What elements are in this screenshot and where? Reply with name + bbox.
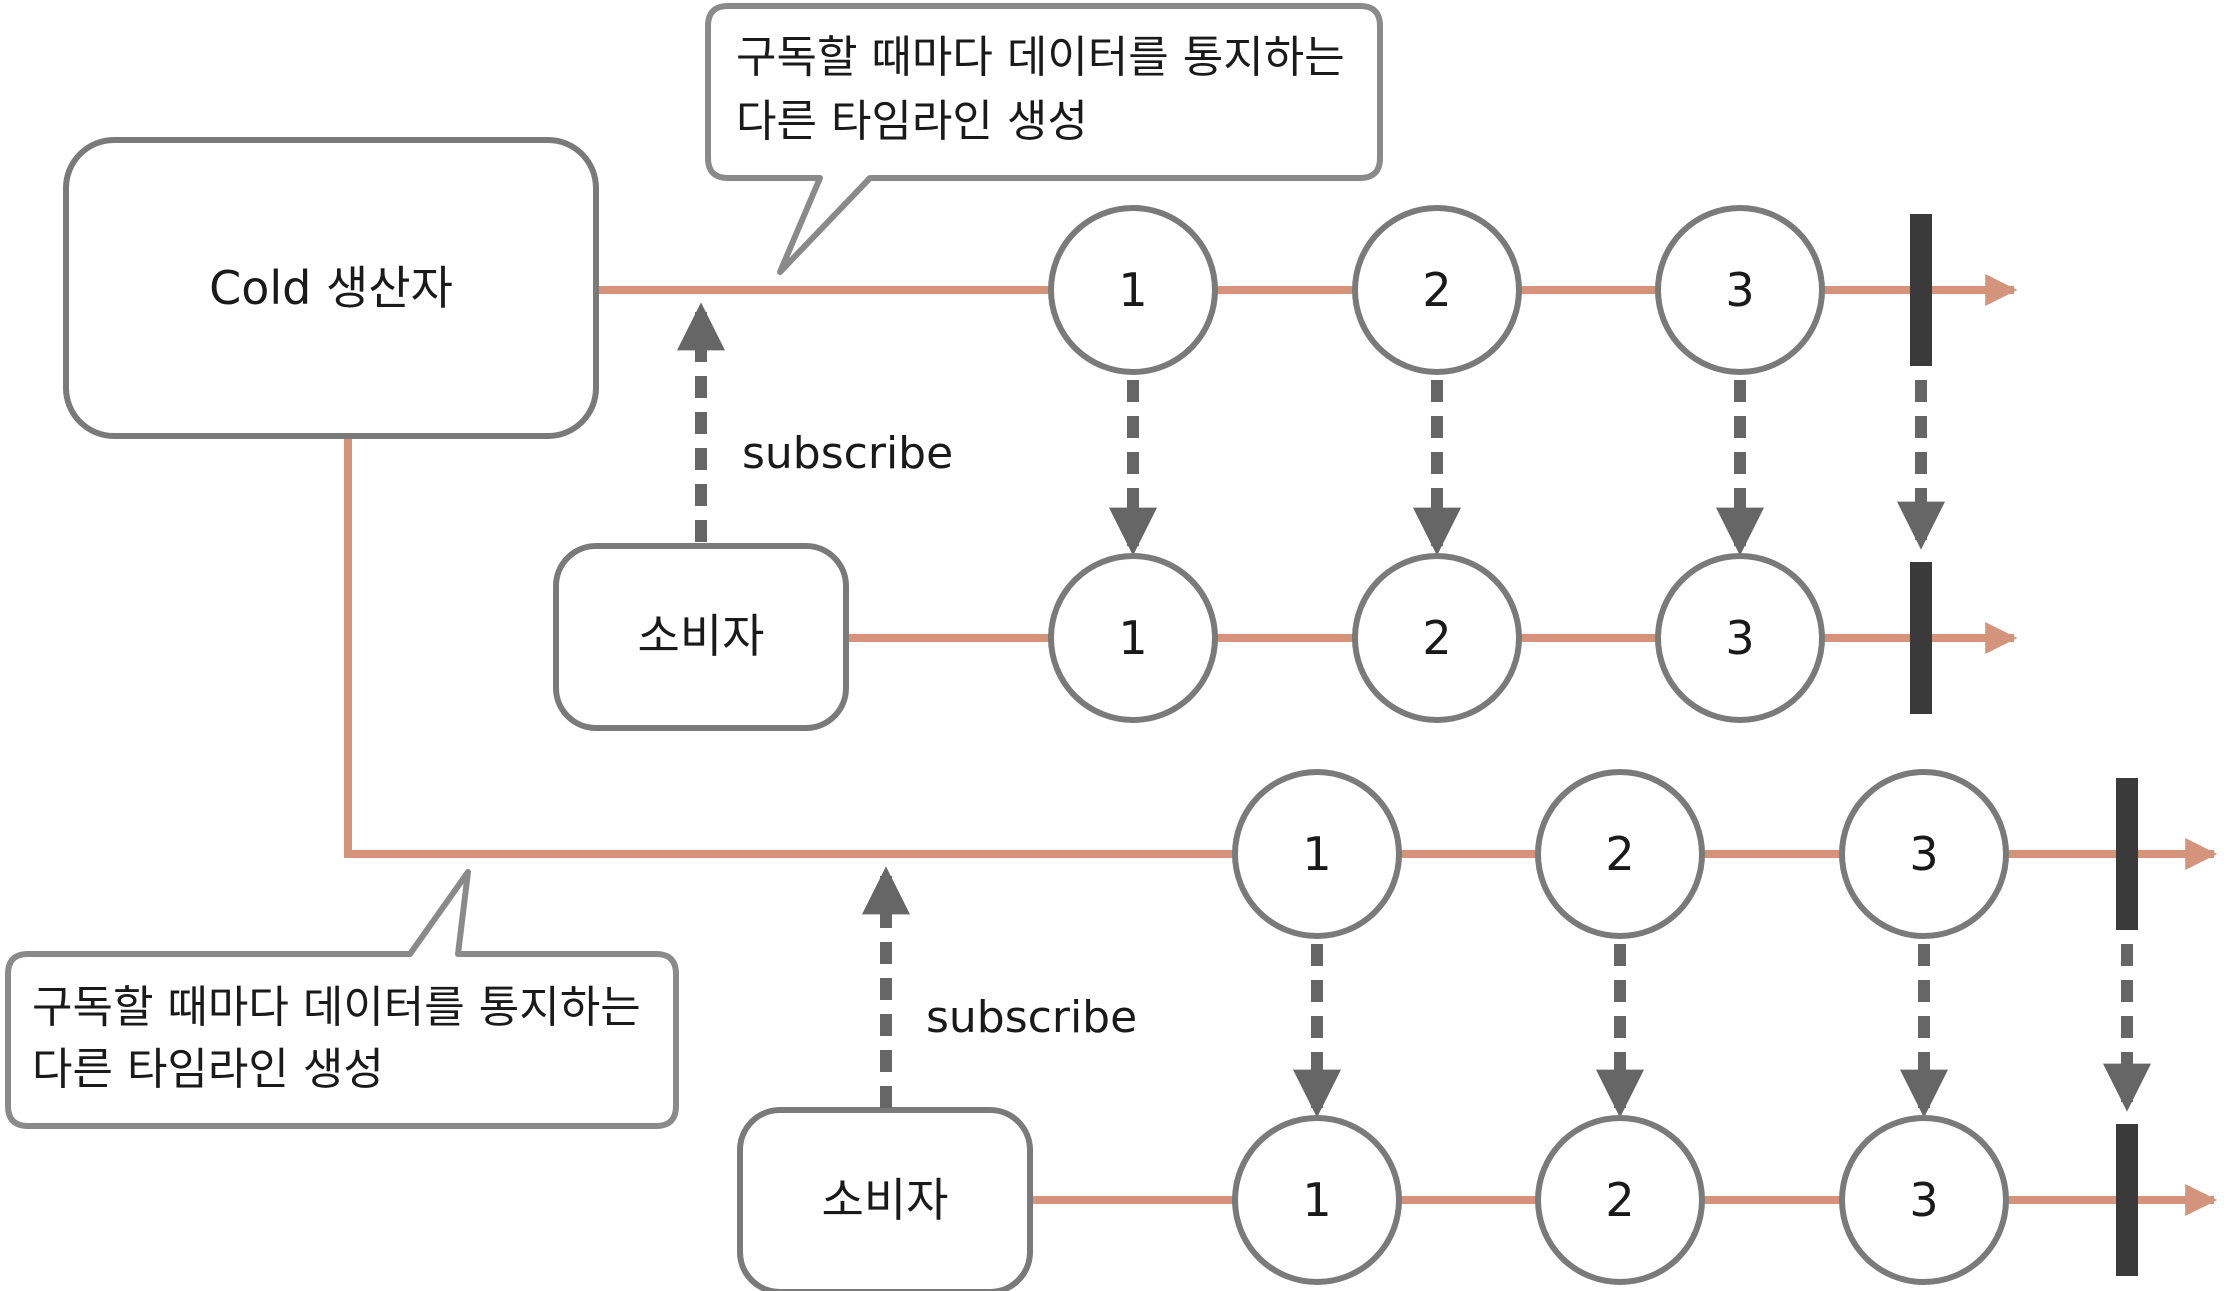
consumer-item-bottom-1 bbox=[1232, 1115, 1402, 1285]
subscribe-label-top: subscribe bbox=[742, 428, 953, 479]
producer-item-top-2 bbox=[1352, 205, 1522, 375]
producer-item-bottom-3 bbox=[1839, 769, 2009, 939]
subscribe-label-bottom: subscribe bbox=[926, 992, 1137, 1043]
callout-bottom-line-2: 다른 타임라인 생성 bbox=[32, 1044, 384, 1095]
producer-item-label-top-3: 3 bbox=[1725, 263, 1754, 317]
producer-label: Cold 생산자 bbox=[209, 261, 453, 315]
consumer-item-bottom-2 bbox=[1535, 1115, 1705, 1285]
callout-top-line-1: 구독할 때마다 데이터를 통지하는 bbox=[736, 32, 1345, 83]
producer-item-bottom-2 bbox=[1535, 769, 1705, 939]
consumer-item-label-top-1: 1 bbox=[1118, 611, 1147, 665]
consumer-bottom-label: 소비자 bbox=[822, 1173, 949, 1227]
consumer-item-label-bottom-3: 3 bbox=[1909, 1173, 1938, 1227]
producer-complete-bar-top bbox=[1910, 214, 1932, 366]
producer-item-label-bottom-3: 3 bbox=[1909, 827, 1938, 881]
producer-item-label-bottom-2: 2 bbox=[1605, 827, 1634, 881]
producer-box: Cold 생산자 bbox=[63, 137, 599, 439]
consumer-item-label-bottom-1: 1 bbox=[1302, 1173, 1331, 1227]
consumer-item-label-bottom-2: 2 bbox=[1605, 1173, 1634, 1227]
consumer-item-label-top-2: 2 bbox=[1422, 611, 1451, 665]
callout-top: 구독할 때마다 데이터를 통지하는 다른 타임라인 생성 bbox=[705, 3, 1383, 275]
consumer-item-label-top-3: 3 bbox=[1725, 611, 1754, 665]
producer-item-top-1 bbox=[1048, 205, 1218, 375]
consumer-complete-bar-bottom bbox=[2116, 1124, 2138, 1276]
producer-item-bottom-1 bbox=[1232, 769, 1402, 939]
callout-bottom-line-1: 구독할 때마다 데이터를 통지하는 bbox=[32, 982, 641, 1033]
consumer-box-top: 소비자 bbox=[553, 543, 849, 731]
consumer-item-top-2 bbox=[1352, 553, 1522, 723]
producer-complete-bar-bottom bbox=[2116, 778, 2138, 930]
consumer-item-bottom-3 bbox=[1839, 1115, 2009, 1285]
consumer-complete-bar-top bbox=[1910, 562, 1932, 714]
producer-item-label-bottom-1: 1 bbox=[1302, 827, 1331, 881]
marbles-layer: 1 1 2 2 3 3 1 1 2 2 3 3 bbox=[1048, 205, 2151, 1285]
consumer-item-top-1 bbox=[1048, 553, 1218, 723]
callout-top-line-2: 다른 타임라인 생성 bbox=[736, 96, 1088, 147]
consumer-item-top-3 bbox=[1655, 553, 1825, 723]
producer-item-label-top-2: 2 bbox=[1422, 263, 1451, 317]
consumer-top-label: 소비자 bbox=[638, 609, 765, 663]
producer-item-label-top-1: 1 bbox=[1118, 263, 1147, 317]
producer-item-top-3 bbox=[1655, 205, 1825, 375]
consumer-box-bottom: 소비자 bbox=[737, 1107, 1033, 1291]
callout-bottom: 구독할 때마다 데이터를 통지하는 다른 타임라인 생성 bbox=[5, 869, 679, 1129]
